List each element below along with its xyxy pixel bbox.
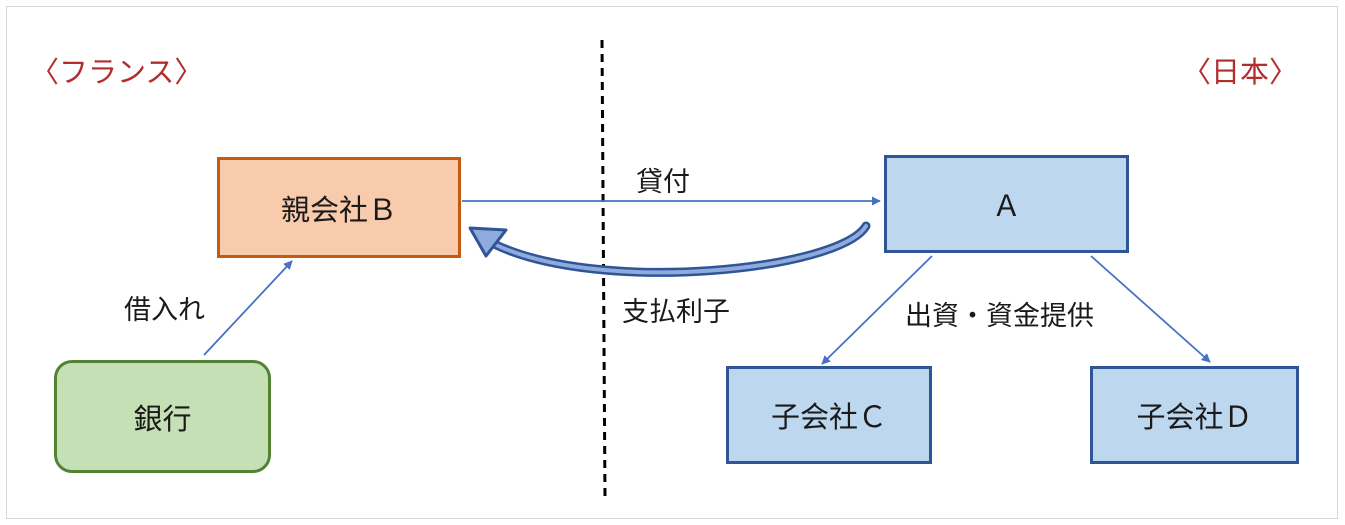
region-label-france: 〈フランス〉 (30, 55, 204, 89)
borrowing-arrow (203, 260, 293, 356)
node-parent-b: 親会社Ｂ (217, 157, 461, 258)
investment-arrow-d (1090, 255, 1211, 363)
investment-label: 出資・資金提供 (905, 301, 1094, 332)
node-subsidiary-c: 子会社Ｃ (726, 366, 932, 464)
node-bank: 銀行 (54, 360, 271, 473)
region-label-japan: 〈日本〉 (1182, 55, 1299, 89)
diagram-frame (6, 6, 1338, 519)
interest-curved-arrow (468, 221, 871, 277)
loan-label: 貸付 (636, 167, 690, 198)
node-subsidiary-d: 子会社Ｄ (1090, 366, 1299, 464)
node-company-a: Ａ (884, 155, 1129, 253)
borrowing-label: 借入れ (124, 295, 205, 326)
interest-label: 支払利子 (622, 297, 730, 328)
investment-arrow-c (821, 255, 933, 365)
